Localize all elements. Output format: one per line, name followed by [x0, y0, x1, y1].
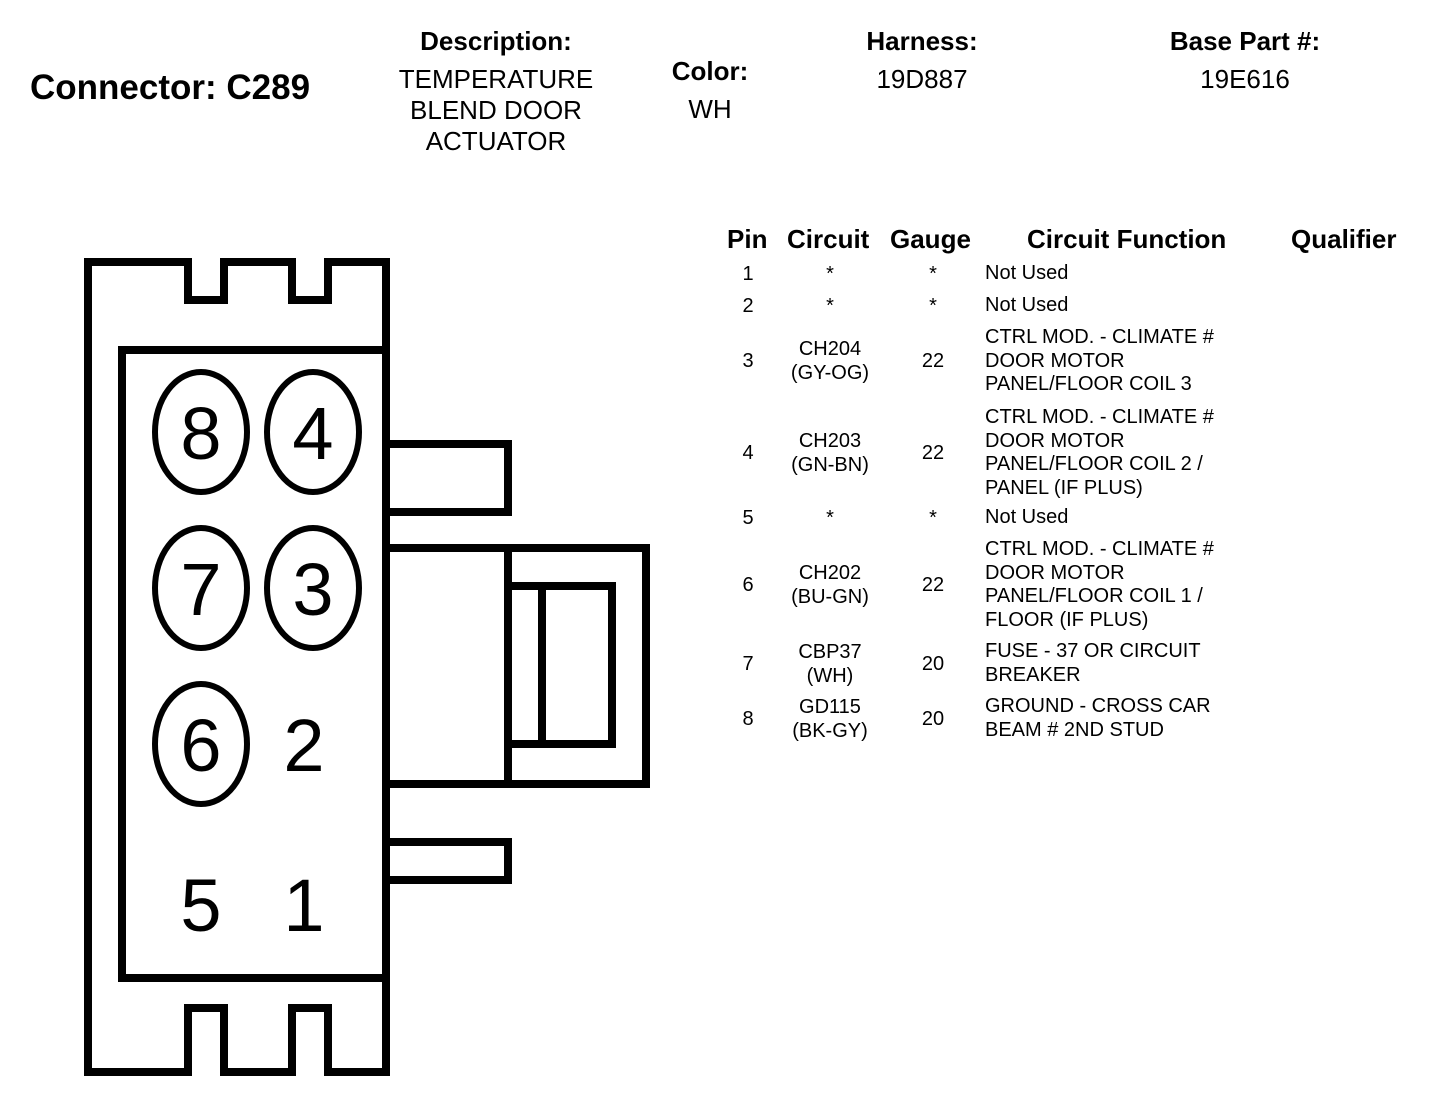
- cavity-pin-label-1: 1: [283, 864, 324, 947]
- circuit-id: *: [826, 294, 834, 317]
- harness-label: Harness:: [866, 26, 978, 56]
- header-gauge: Gauge: [890, 224, 971, 254]
- header-circuit-function: Circuit Function: [1027, 224, 1227, 254]
- circuit-function-line: Not Used: [985, 506, 1069, 528]
- connector-inner-wall: [118, 346, 390, 982]
- cavity-pin-label-2: 2: [283, 704, 324, 787]
- pin-number: 7: [742, 652, 754, 675]
- circuit-id: CH204: [798, 338, 862, 361]
- pin-number: 4: [742, 442, 754, 464]
- gauge-value: *: [929, 294, 937, 317]
- circuit-id: *: [826, 262, 834, 285]
- circuit-function-line: DOOR MOTOR: [985, 429, 1125, 452]
- cavity-pin-label-8: 8: [180, 392, 221, 475]
- header-circuit: Circuit: [787, 224, 870, 254]
- circuit-function-line: CTRL MOD. - CLIMATE #: [985, 406, 1214, 428]
- harness-block: Harness: 19D887: [832, 26, 1012, 95]
- circuit-function-line: PANEL (IF PLUS): [985, 476, 1143, 499]
- pin-number: 2: [742, 294, 754, 317]
- circuit-function-line: CTRL MOD. - CLIMATE #: [985, 538, 1214, 560]
- gauge-value: 20: [921, 652, 945, 675]
- cavity-ring-6: [152, 681, 250, 807]
- gauge-value: *: [929, 262, 937, 285]
- circuit-id: CH202: [798, 562, 862, 584]
- color-label: Color:: [671, 56, 749, 86]
- description-block: Description: TEMPERATURE BLEND DOOR ACTU…: [380, 26, 612, 157]
- circuit-function-line: PANEL/FLOOR COIL 1 /: [985, 585, 1203, 607]
- circuit-function-line: FLOOR (IF PLUS): [985, 608, 1149, 631]
- pin-number: 1: [742, 262, 754, 285]
- cavity-ring-8: [152, 369, 250, 495]
- header-qualifier: Qualifier: [1291, 224, 1397, 254]
- gauge-value: 20: [921, 707, 945, 730]
- circuit-function-line: FUSE - 37 OR CIRCUIT: [985, 640, 1201, 662]
- circuit-id: (GY-OG): [790, 362, 870, 385]
- circuit-id: (BK-GY): [792, 719, 868, 742]
- cavity-pin-label-5: 5: [180, 864, 221, 947]
- circuit-id: (WH): [806, 664, 854, 687]
- connector-title: Connector: C289: [30, 68, 311, 107]
- circuit-id: (BU-GN): [791, 586, 869, 608]
- circuit-function-line: BREAKER: [985, 663, 1081, 686]
- circuit-id: (GN-BN): [791, 454, 869, 476]
- harness-value: 19D887: [876, 64, 968, 94]
- gauge-value: 22: [921, 442, 945, 464]
- circuit-id: CBP37: [798, 640, 862, 663]
- description-line: BLEND DOOR: [410, 95, 582, 125]
- cavity-ring-7: [152, 525, 250, 651]
- cavity-ring-3: [264, 525, 362, 651]
- latch-window: [508, 582, 616, 748]
- pin-number: 6: [742, 574, 754, 596]
- circuit-function-line: DOOR MOTOR: [985, 561, 1125, 584]
- circuit-function-line: GROUND - CROSS CAR: [985, 695, 1211, 717]
- cavity-pin-label-6: 6: [180, 704, 221, 787]
- pin-number: 3: [742, 350, 754, 373]
- circuit-id: CH203: [798, 430, 862, 452]
- circuit-id: *: [826, 506, 834, 529]
- circuit-function-line: DOOR MOTOR: [985, 349, 1125, 372]
- base-part-label: Base Part #:: [1169, 26, 1321, 56]
- header-pin: Pin: [727, 224, 768, 254]
- circuit-function-line: Not Used: [985, 294, 1069, 316]
- circuit-id: GD115: [799, 695, 861, 718]
- description-line: ACTUATOR: [425, 126, 567, 156]
- circuit-function-line: Not Used: [985, 262, 1069, 284]
- description-label: Description:: [420, 26, 572, 56]
- base-part-block: Base Part #: 19E616: [1140, 26, 1350, 95]
- cavity-pin-label-4: 4: [292, 392, 333, 475]
- cavity-ring-4: [264, 369, 362, 495]
- gauge-value: *: [929, 506, 937, 529]
- pin-number: 8: [742, 707, 754, 730]
- gauge-value: 22: [921, 574, 945, 596]
- cavity-pin-label-3: 3: [292, 548, 333, 631]
- circuit-function-line: CTRL MOD. - CLIMATE #: [985, 326, 1214, 348]
- circuit-function-line: BEAM # 2ND STUD: [985, 718, 1164, 741]
- cavity-pin-label-7: 7: [180, 548, 221, 631]
- gauge-value: 22: [921, 350, 945, 373]
- pin-number: 5: [742, 506, 754, 529]
- circuit-function-line: PANEL/FLOOR COIL 3: [985, 373, 1192, 395]
- connector-housing-outline: [84, 258, 650, 1076]
- circuit-function-line: PANEL/FLOOR COIL 2 /: [985, 453, 1203, 475]
- base-part-value: 19E616: [1200, 64, 1290, 94]
- description-line: TEMPERATURE: [398, 64, 594, 94]
- color-value: WH: [688, 94, 732, 124]
- color-block: Color: WH: [650, 56, 770, 125]
